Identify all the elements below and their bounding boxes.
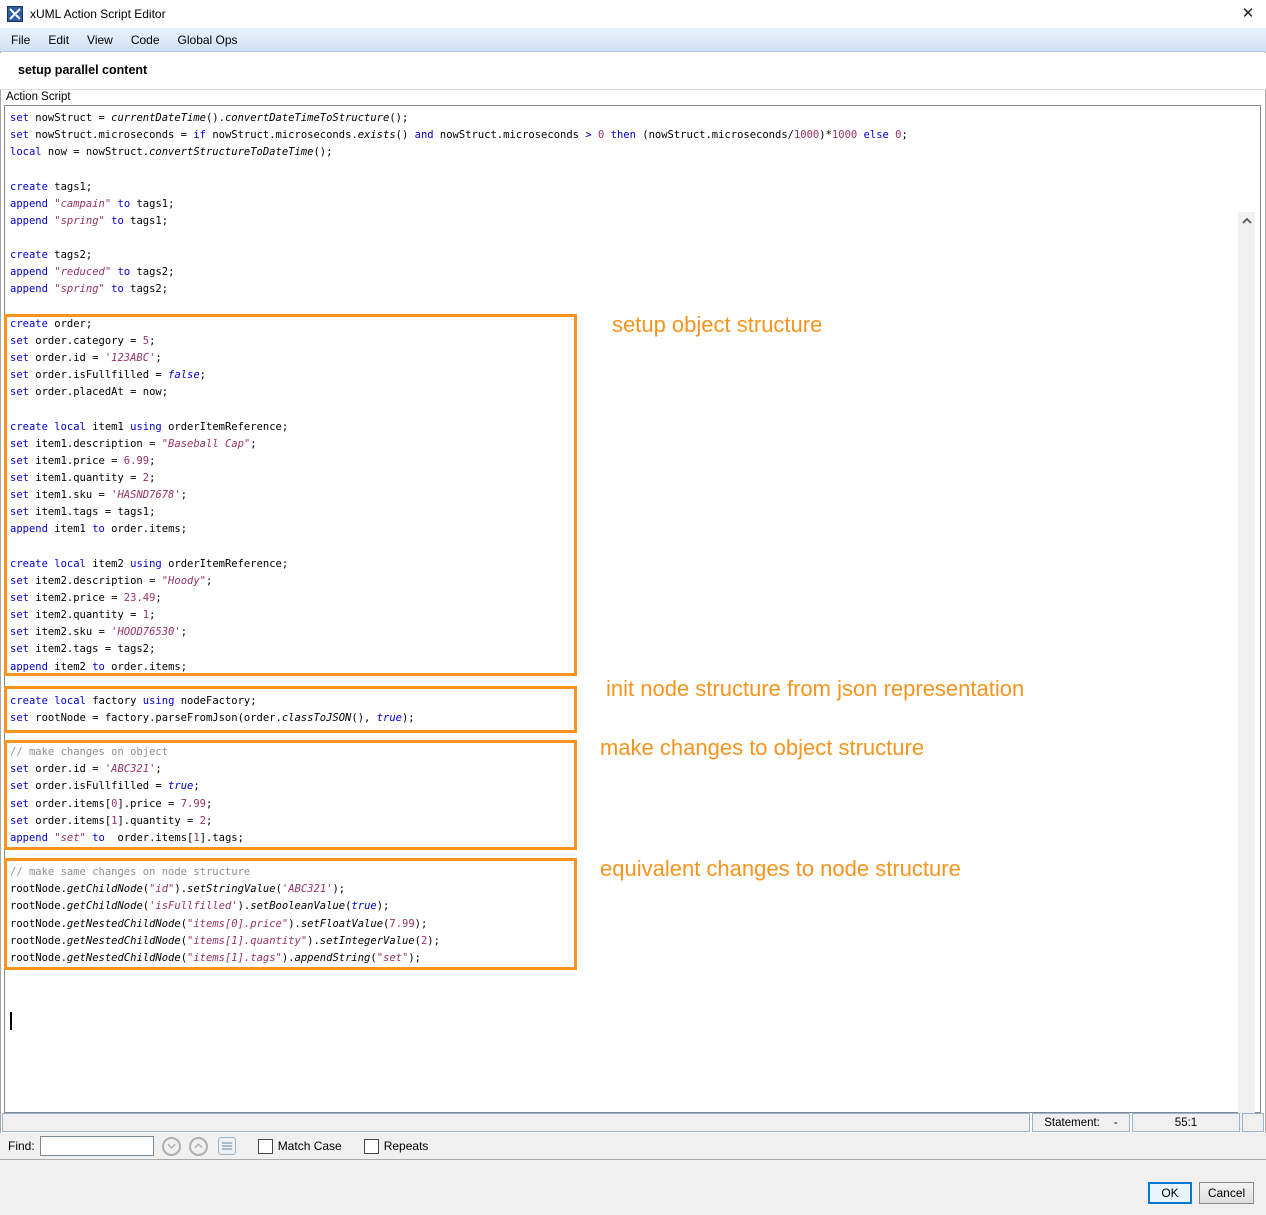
menu-global-ops[interactable]: Global Ops	[169, 30, 247, 50]
menu-edit[interactable]: Edit	[39, 30, 78, 50]
text-cursor	[10, 1012, 12, 1030]
status-statement-value: -	[1114, 1117, 1118, 1129]
page-title: setup parallel content	[18, 63, 147, 77]
menubar: File Edit View Code Global Ops	[0, 28, 1266, 52]
editor-scrollbar[interactable]	[1238, 212, 1255, 1215]
status-bar: Statement: - 55:1	[2, 1113, 1264, 1132]
find-previous-button[interactable]	[189, 1137, 208, 1156]
status-cursor-position: 55:1	[1132, 1113, 1240, 1132]
repeats-label: Repeats	[384, 1139, 429, 1153]
scroll-up-icon[interactable]	[1238, 212, 1255, 229]
find-bar: Find: Match Case Repeats	[0, 1133, 1266, 1159]
code-line	[10, 232, 1242, 249]
code-line: local now = nowStruct.convertStructureTo…	[10, 146, 1242, 163]
code-line: append "reduced" to tags2;	[10, 266, 1242, 283]
find-label: Find:	[8, 1139, 35, 1153]
menu-file[interactable]: File	[2, 30, 39, 50]
divider	[0, 89, 1266, 90]
titlebar: xUML Action Script Editor ✕	[0, 0, 1266, 28]
annotation-setup-object-structure: setup object structure	[612, 312, 822, 338]
status-statement-label: Statement:	[1044, 1117, 1100, 1129]
highlight-box-object-structure	[4, 314, 577, 676]
find-options-icon[interactable]	[218, 1137, 236, 1155]
repeats-checkbox[interactable]	[364, 1139, 379, 1154]
status-end-cell	[1242, 1113, 1264, 1132]
highlight-box-node-changes	[4, 858, 577, 970]
window-title: xUML Action Script Editor	[30, 7, 166, 21]
find-next-button[interactable]	[162, 1137, 181, 1156]
code-line: append "campain" to tags1;	[10, 198, 1242, 215]
code-line: create tags2;	[10, 249, 1242, 266]
code-line: set nowStruct.microseconds = if nowStruc…	[10, 129, 1242, 146]
code-line: append "spring" to tags1;	[10, 215, 1242, 232]
menu-code[interactable]: Code	[122, 30, 169, 50]
cancel-button[interactable]: Cancel	[1199, 1182, 1254, 1204]
code-line: set nowStruct = currentDateTime().conver…	[10, 112, 1242, 129]
subheader: setup parallel content	[0, 53, 1266, 89]
match-case-checkbox[interactable]	[258, 1139, 273, 1154]
match-case-label: Match Case	[278, 1139, 342, 1153]
ok-button[interactable]: OK	[1148, 1182, 1192, 1204]
find-input[interactable]	[40, 1136, 154, 1156]
code-line: append "spring" to tags2;	[10, 283, 1242, 300]
annotation-make-changes-object: make changes to object structure	[600, 735, 924, 761]
annotation-equivalent-changes-node: equivalent changes to node structure	[600, 856, 961, 882]
annotation-init-node-structure: init node structure from json representa…	[606, 676, 1024, 702]
app-icon	[7, 6, 23, 22]
action-script-panel-label: Action Script	[6, 91, 71, 103]
code-line	[10, 163, 1242, 180]
match-case-option[interactable]: Match Case	[258, 1139, 342, 1154]
status-spacer	[2, 1113, 1030, 1132]
highlight-box-init-node	[4, 686, 577, 733]
status-statement: Statement: -	[1032, 1113, 1130, 1132]
repeats-option[interactable]: Repeats	[364, 1139, 429, 1154]
footer: OK Cancel	[0, 1160, 1266, 1215]
close-icon[interactable]: ✕	[1238, 4, 1258, 24]
highlight-box-object-changes	[4, 740, 577, 850]
menu-view[interactable]: View	[78, 30, 122, 50]
code-line: create tags1;	[10, 181, 1242, 198]
